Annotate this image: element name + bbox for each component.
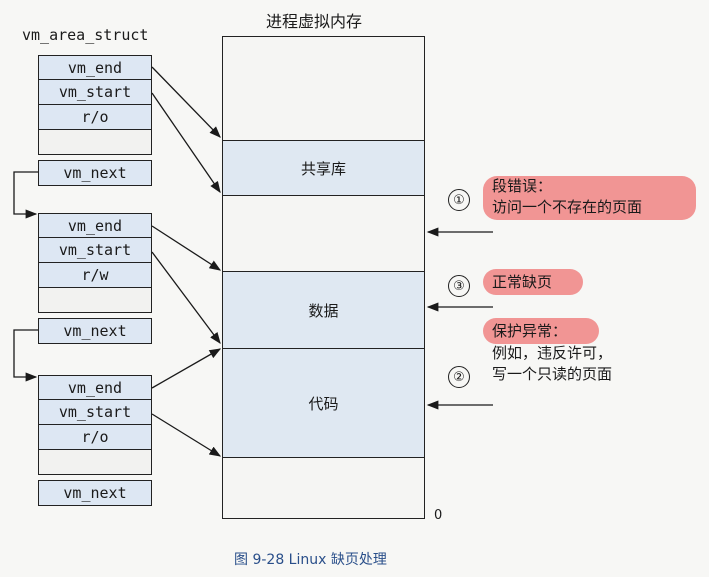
region-shared-lib: 共享库: [223, 140, 424, 196]
arrow-vm-end-1: [151, 66, 221, 138]
arrow-vm-end-3: [151, 348, 222, 389]
arrow-vm-end-2: [151, 225, 222, 271]
vm-area-struct-1: vm_end vm_start r/o vm_next: [38, 54, 152, 186]
region-data: 数据: [223, 271, 424, 349]
highlight-normal-fault: [483, 269, 583, 295]
field-prot: r/o: [38, 104, 152, 131]
highlight-segfault: [483, 176, 696, 220]
process-virtual-memory: 共享库 数据 代码: [222, 36, 425, 519]
marker-2: ②: [448, 366, 470, 388]
region-shared-lib-label: 共享库: [300, 159, 346, 178]
note-protection-desc-2: 写一个只读的页面: [492, 365, 613, 383]
marker-3: ③: [448, 275, 470, 297]
note-protection-title: 保护异常：: [492, 322, 568, 340]
region-code: 代码: [223, 348, 424, 458]
arrow-vm-start-1: [151, 92, 221, 194]
vm-area-struct-2: vm_end vm_start r/w vm_next: [38, 212, 152, 344]
field-empty: [38, 128, 152, 155]
field-vm-next: vm_next: [38, 159, 152, 186]
field-vm-end: vm_end: [38, 54, 152, 81]
note-normal-fault: 正常缺页: [492, 273, 553, 291]
note-protection-desc-1: 例如，违反许可，: [492, 344, 613, 362]
field-vm-start: vm_start: [38, 79, 152, 106]
field-prot: r/o: [38, 424, 152, 451]
field-vm-start: vm_start: [38, 399, 152, 426]
highlight-protection-fault: [483, 318, 599, 344]
vm-area-struct-3: vm_end vm_start r/o vm_next: [38, 374, 152, 506]
arrow-vm-start-3: [151, 413, 222, 457]
struct-label: vm_area_struct: [22, 26, 149, 44]
zero-address-label: 0: [434, 508, 443, 523]
arrow-vm-start-2: [151, 251, 221, 345]
memory-title: 进程虚拟内存: [266, 12, 363, 31]
field-empty: [38, 286, 152, 313]
figure-caption: 图 9-28 Linux 缺页处理: [234, 552, 387, 568]
field-vm-start: vm_start: [38, 237, 152, 264]
field-empty: [38, 448, 152, 475]
arrow-vm-next-2: [13, 329, 38, 382]
field-vm-next: vm_next: [38, 317, 152, 344]
arrow-vm-next-1: [13, 171, 38, 219]
field-vm-end: vm_end: [38, 212, 152, 239]
field-vm-next: vm_next: [38, 479, 152, 506]
note-segfault-desc: 访问一个不存在的页面: [492, 198, 643, 216]
note-segfault-title: 段错误：: [492, 177, 553, 195]
marker-1: ①: [448, 189, 470, 211]
region-code-label: 代码: [308, 394, 339, 413]
region-data-label: 数据: [308, 301, 339, 320]
